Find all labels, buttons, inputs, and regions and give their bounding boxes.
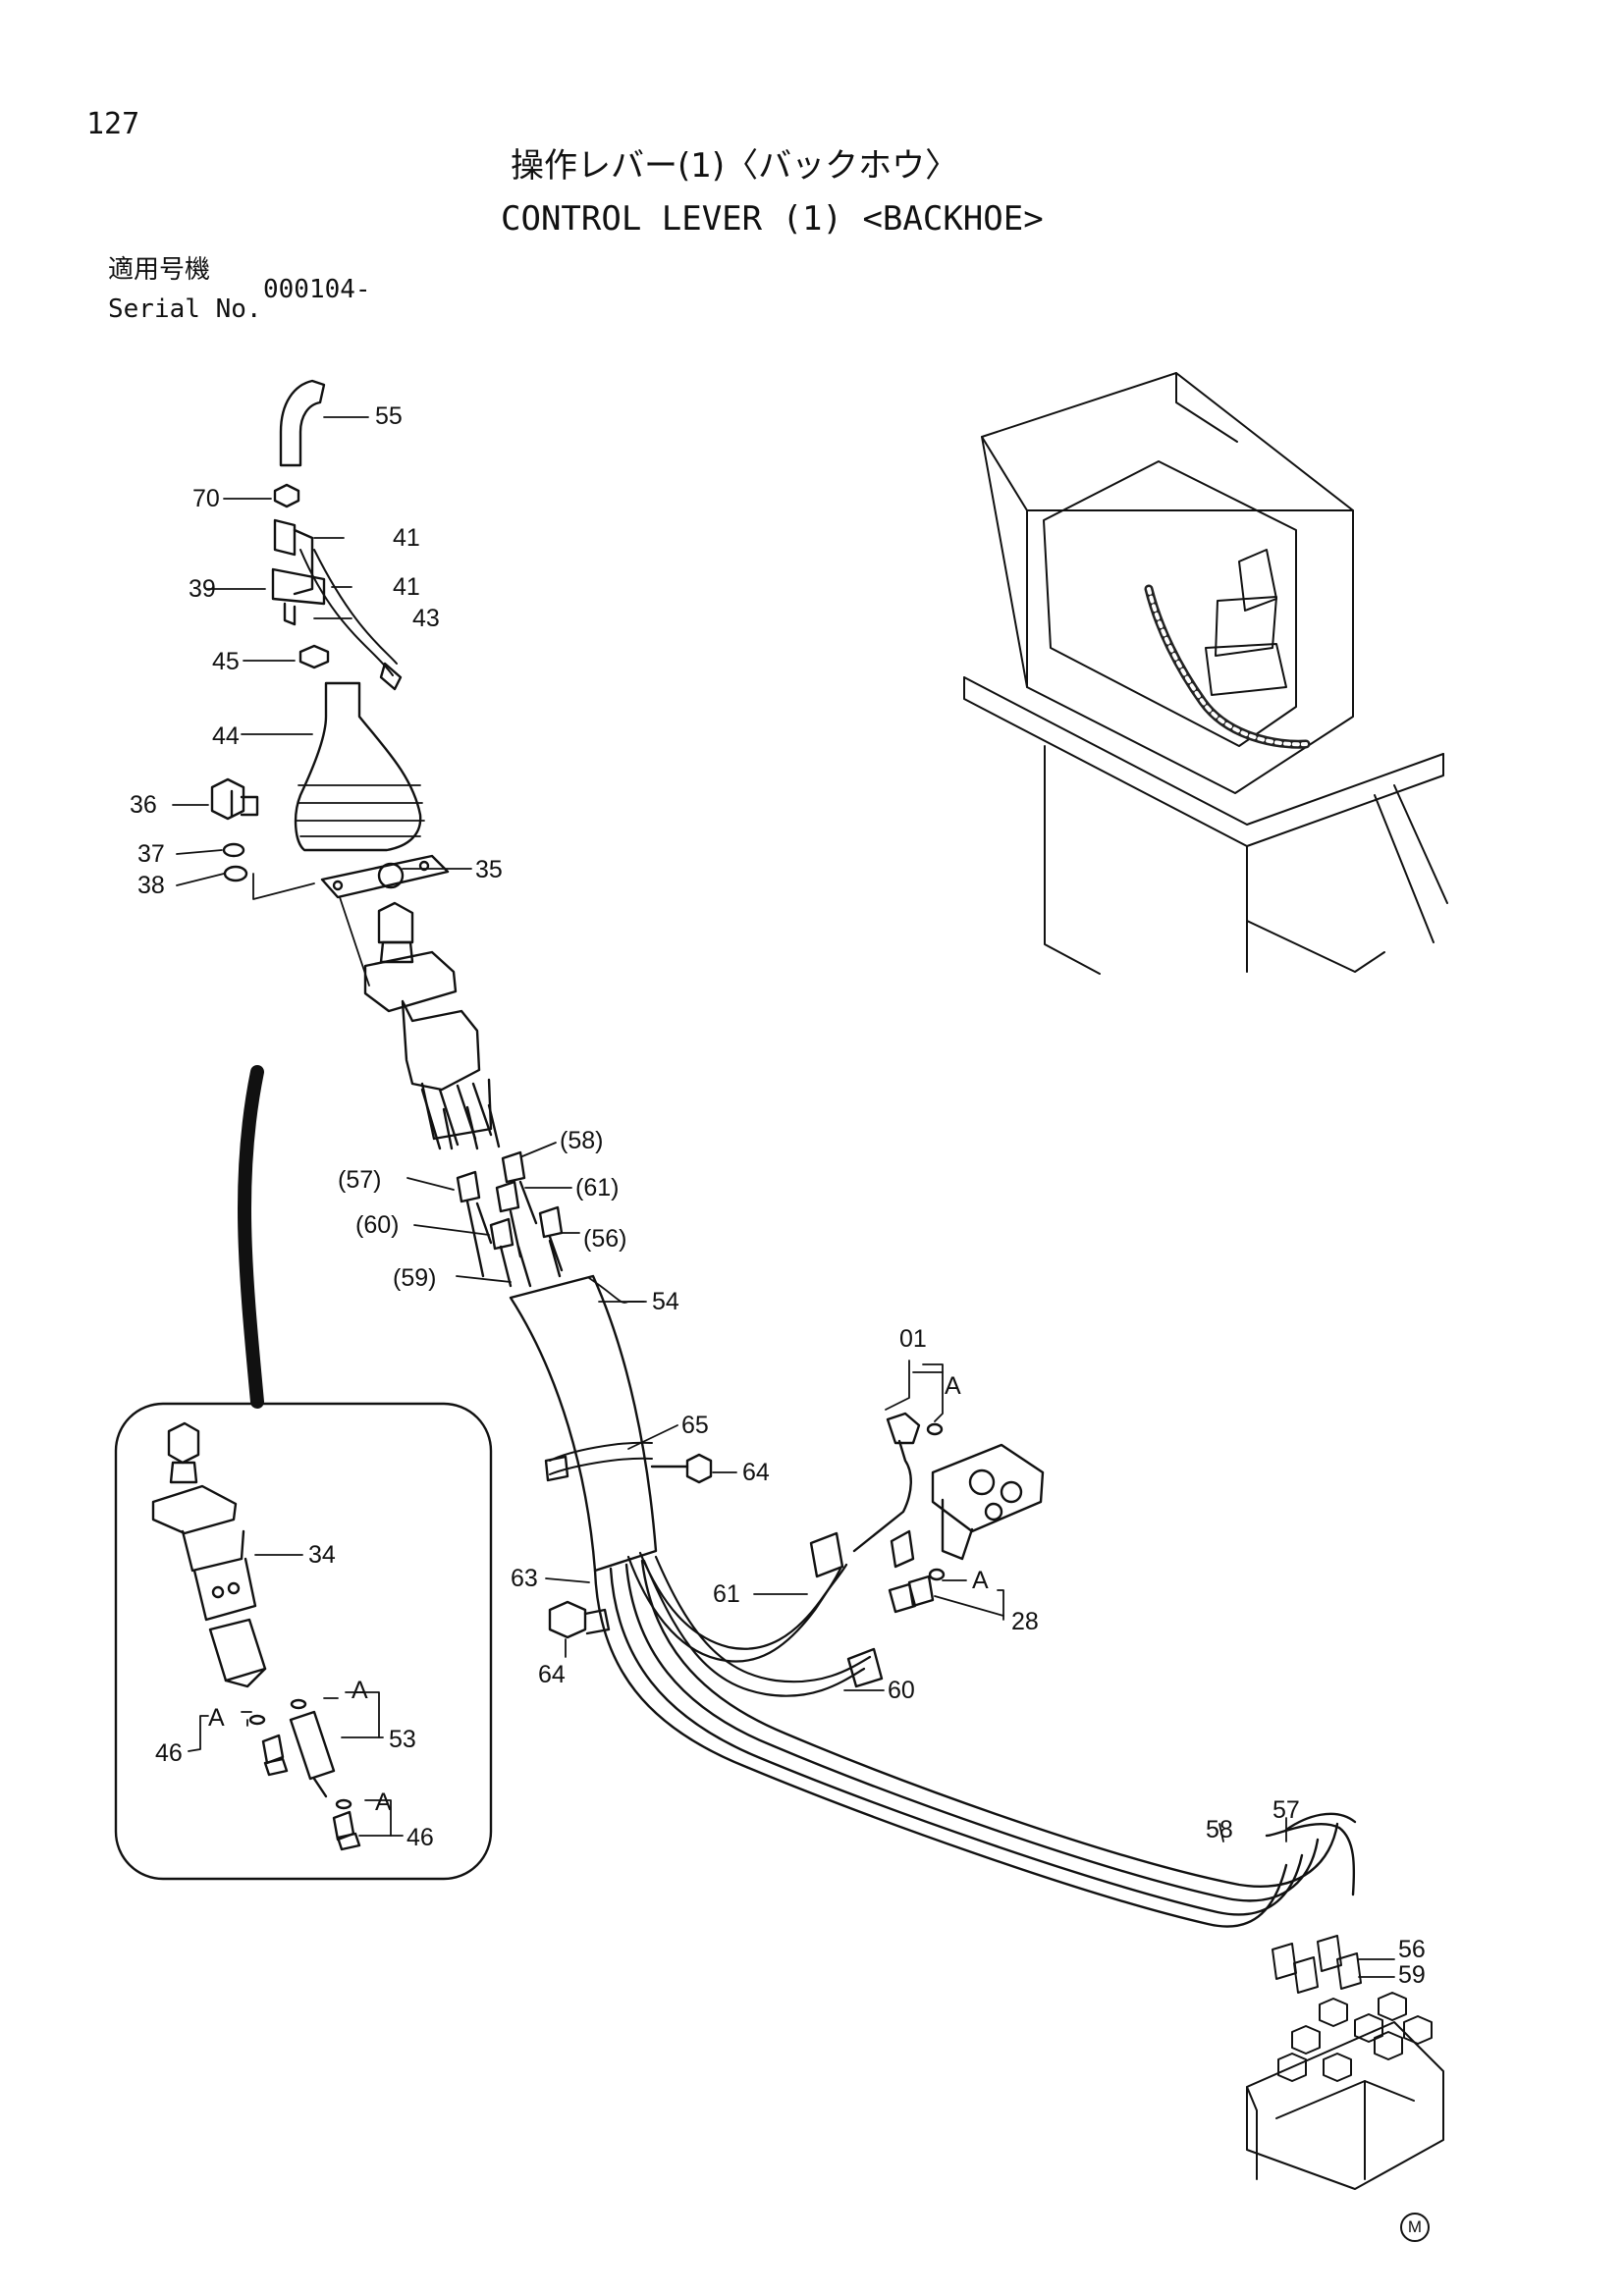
callout-28: 28 (1011, 1608, 1039, 1635)
callout-56: 56 (1398, 1936, 1426, 1963)
detail-inset (114, 1065, 493, 1881)
callout-34: 34 (308, 1541, 336, 1569)
page-number: 127 (86, 107, 140, 141)
title-english: CONTROL LEVER (1) <BACKHOE> (501, 199, 1044, 239)
callout-38: 38 (137, 872, 165, 899)
callout-46b: 46 (406, 1824, 434, 1851)
callout-61-ref: (61) (575, 1174, 620, 1201)
callout-A-28: A (972, 1567, 989, 1594)
callout-01: 01 (899, 1325, 927, 1353)
callout-58-ref: (58) (560, 1127, 604, 1154)
cab-illustration (963, 372, 1448, 975)
callout-64b: 64 (538, 1661, 566, 1688)
callout-53: 53 (389, 1726, 416, 1753)
callout-60: 60 (888, 1677, 915, 1704)
callout-59: 59 (1398, 1961, 1426, 1989)
callout-41a: 41 (393, 524, 420, 552)
serial-number-value: 000104- (263, 275, 371, 304)
callout-56-ref: (56) (583, 1225, 627, 1253)
callout-57-ref: (57) (338, 1166, 382, 1194)
callout-43: 43 (412, 605, 440, 632)
callout-45: 45 (212, 648, 240, 675)
callout-A-46b: A (375, 1789, 392, 1816)
callout-36: 36 (130, 791, 157, 819)
callout-55: 55 (375, 402, 403, 430)
lever-assembly (172, 379, 501, 1150)
callout-60-ref: (60) (355, 1211, 400, 1239)
callout-61: 61 (713, 1580, 740, 1608)
manufacturer-mark-icon: M (1400, 2213, 1430, 2242)
callout-59-ref: (59) (393, 1264, 437, 1292)
serial-label-english: Serial No. (108, 294, 262, 324)
callout-A-53: A (352, 1677, 368, 1704)
callout-A-01: A (945, 1372, 961, 1400)
callout-57: 57 (1272, 1796, 1300, 1824)
control-valve-block (1246, 1935, 1444, 2190)
hose-bundle (406, 1142, 1395, 1978)
callout-39: 39 (189, 575, 216, 603)
callout-A-46a: A (208, 1704, 225, 1732)
callout-46a: 46 (155, 1739, 183, 1767)
title-japanese: 操作レバー(1)〈バックホウ〉 (511, 146, 959, 186)
callout-37: 37 (137, 840, 165, 868)
callout-35: 35 (475, 856, 503, 883)
callout-63: 63 (511, 1565, 538, 1592)
callout-41b: 41 (393, 573, 420, 601)
callout-44: 44 (212, 722, 240, 750)
callout-65: 65 (681, 1412, 709, 1439)
callout-70: 70 (192, 485, 220, 512)
callout-58: 58 (1206, 1816, 1233, 1843)
serial-label-japanese: 適用号機 (108, 255, 211, 285)
callout-64a: 64 (742, 1459, 770, 1486)
callout-54: 54 (652, 1288, 679, 1315)
